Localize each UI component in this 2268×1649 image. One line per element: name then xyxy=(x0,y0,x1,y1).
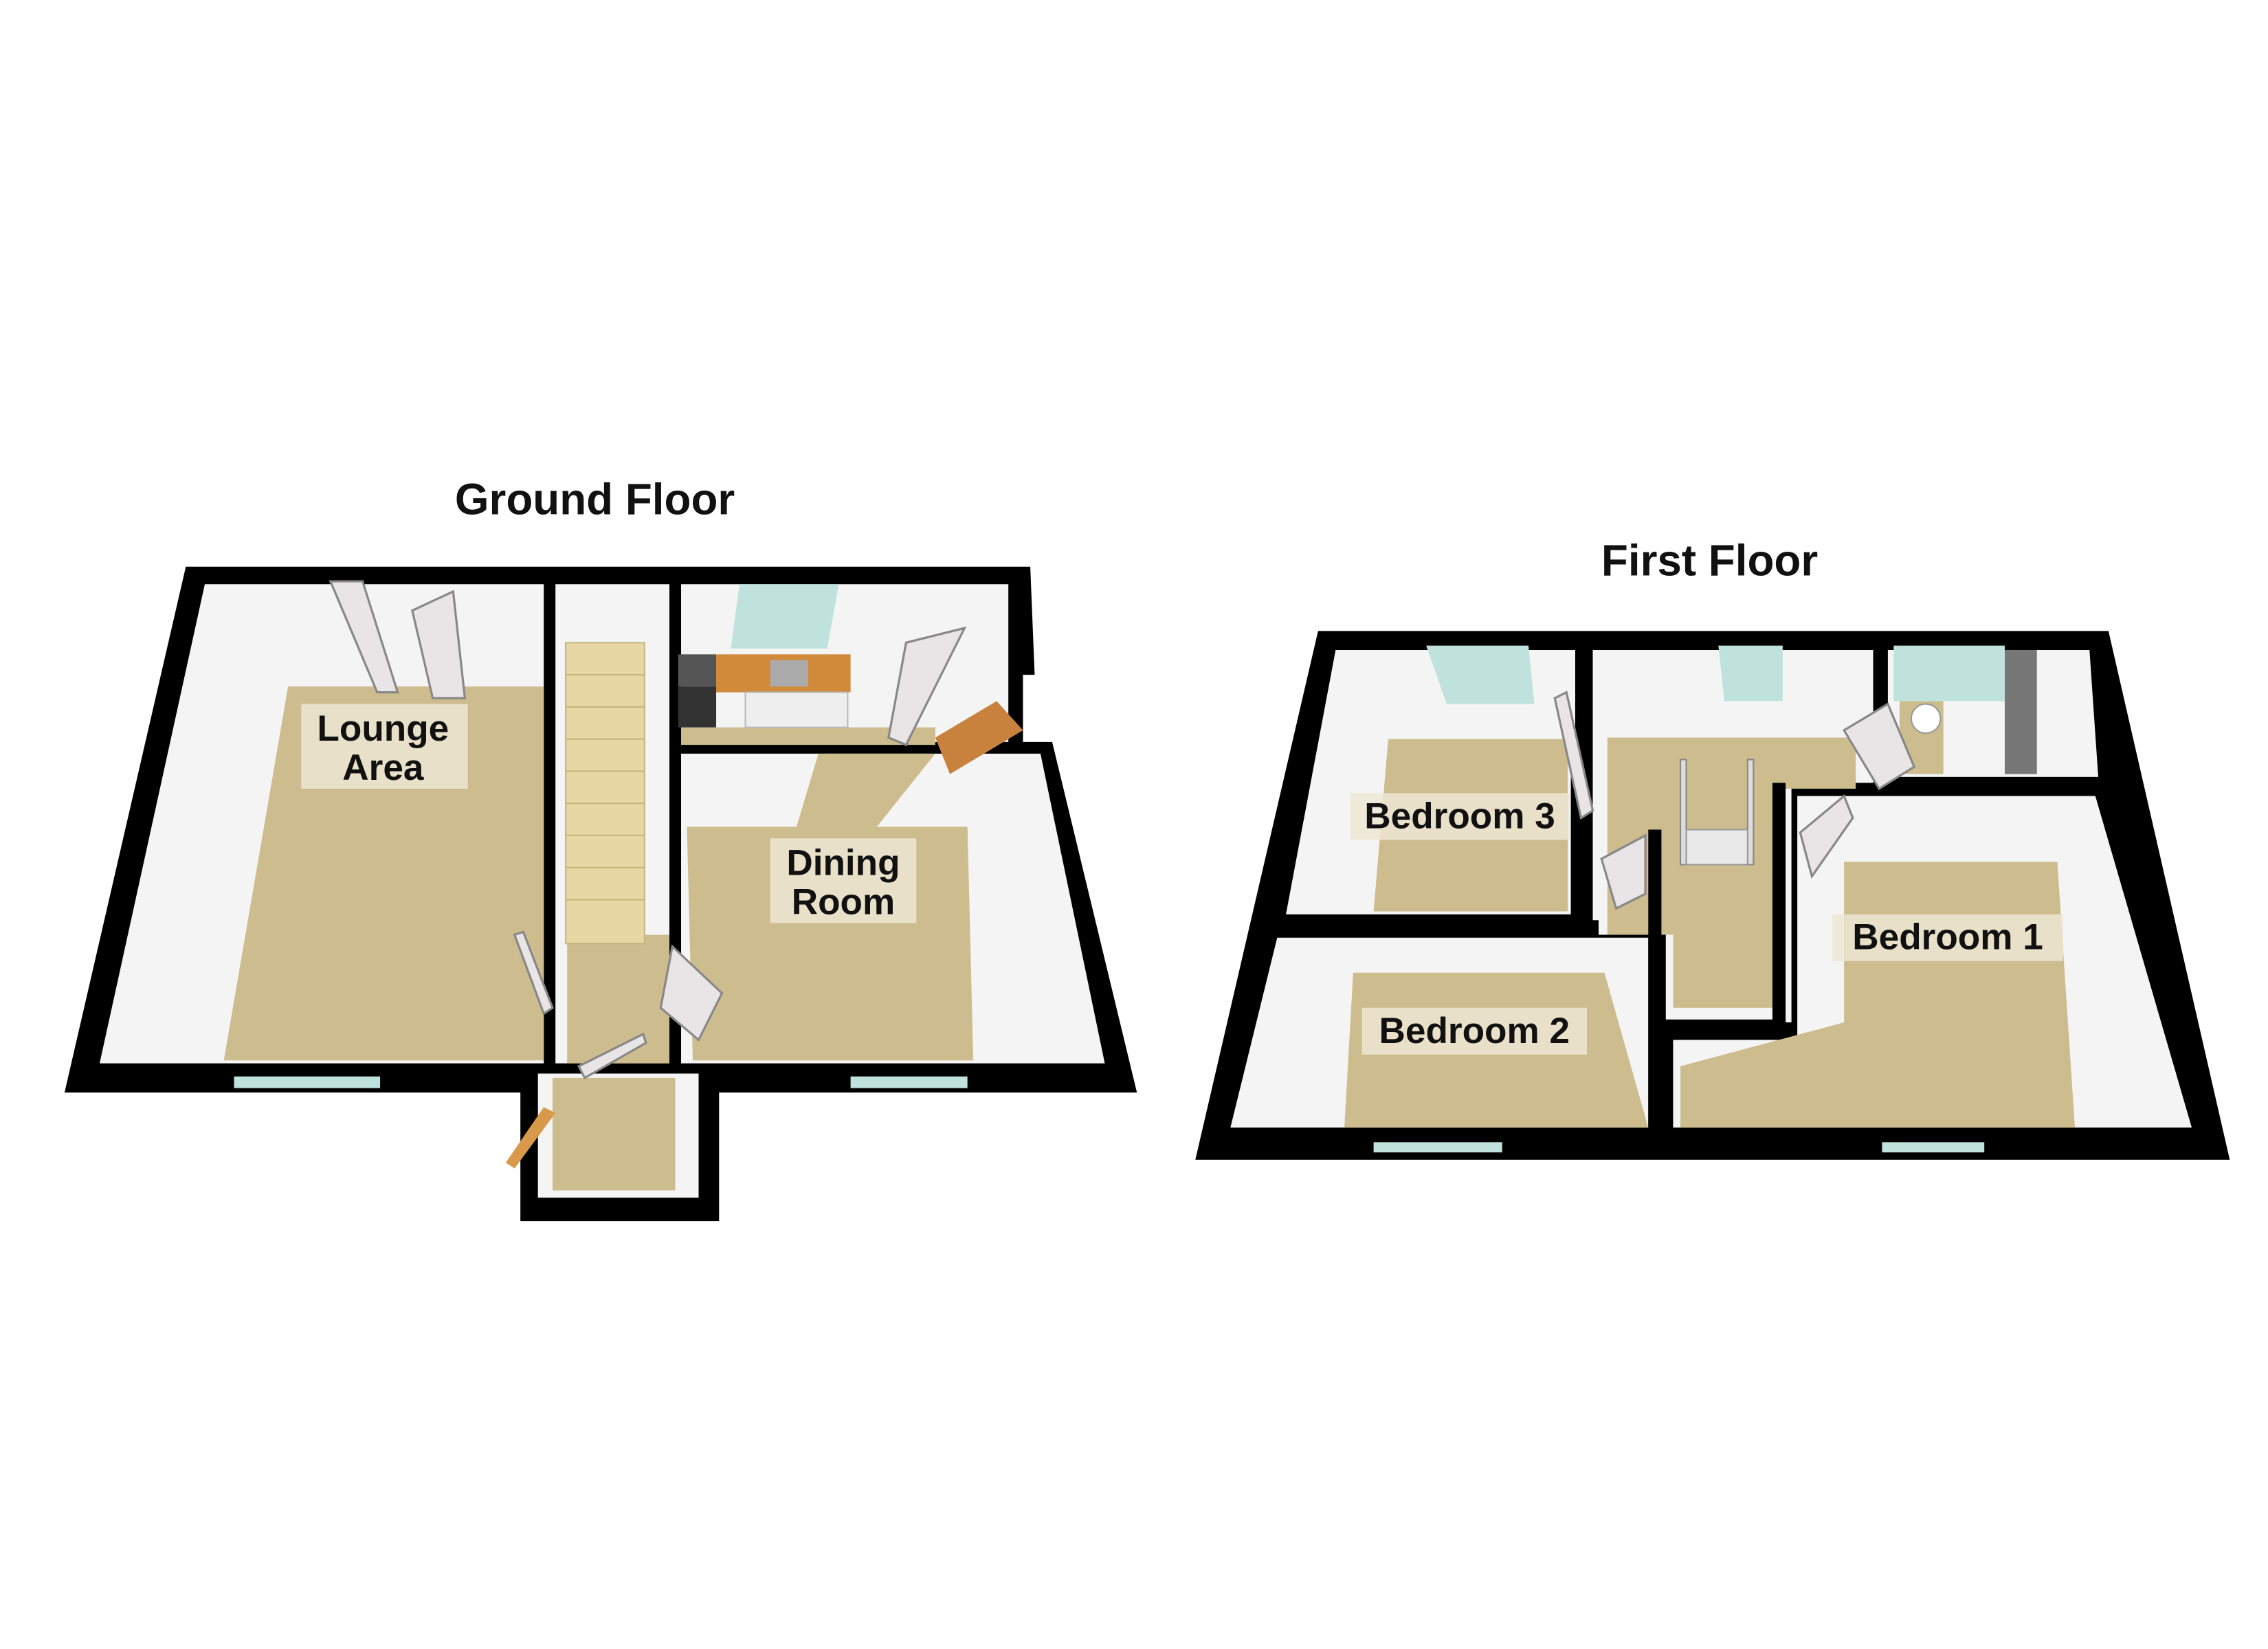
lounge-door-right[interactable] xyxy=(411,590,467,699)
internal-wall xyxy=(1772,783,1786,1031)
room-label-lounge-area: Lounge Area xyxy=(301,704,468,789)
lounge-door-left[interactable] xyxy=(329,580,399,694)
porch-inner-door[interactable] xyxy=(577,1032,647,1080)
hob-icon xyxy=(678,654,717,687)
bathroom-door[interactable] xyxy=(1842,702,1916,791)
dining-door[interactable] xyxy=(659,944,724,1042)
staircase xyxy=(565,642,645,945)
room-label-line: Lounge xyxy=(317,708,449,749)
landing-window xyxy=(1718,645,1783,702)
sink-icon xyxy=(770,660,808,687)
room-label-line: Bedroom 1 xyxy=(1852,917,2043,958)
label-background xyxy=(1832,914,2063,961)
stair-tread xyxy=(565,674,645,708)
back-door[interactable] xyxy=(935,701,1023,774)
kitchen-door[interactable] xyxy=(887,626,967,747)
stair-tread xyxy=(565,899,645,945)
bathroom-window xyxy=(1893,645,2005,702)
first-floor-title: First Floor xyxy=(1601,536,1818,585)
internal-wall xyxy=(1873,636,1885,725)
room-label-bedroom-1: Bedroom 1 xyxy=(1832,914,2063,961)
internal-wall xyxy=(1274,920,1599,935)
newel-post xyxy=(1679,759,1687,866)
dining-passage-floor xyxy=(796,753,935,827)
oven-icon xyxy=(678,686,717,728)
bedroom-1-door[interactable] xyxy=(1799,794,1854,879)
stair-tread xyxy=(565,834,645,868)
room-label-line: Room xyxy=(792,882,896,923)
front-door[interactable] xyxy=(505,1107,556,1169)
internal-wall xyxy=(1660,1019,1786,1031)
internal-wall xyxy=(1648,829,1662,1140)
stair-balustrade xyxy=(1679,759,1755,866)
hall-floor xyxy=(567,934,670,1064)
room-label-line: Area xyxy=(342,748,424,788)
stair-rails xyxy=(1685,829,1748,866)
newel-post xyxy=(1746,759,1755,866)
room-label-bedroom-2: Bedroom 2 xyxy=(1361,1007,1587,1055)
dining-window xyxy=(850,1076,968,1088)
stair-tread xyxy=(565,803,645,837)
shower-screen xyxy=(2004,649,2037,774)
label-background xyxy=(770,838,917,923)
porch-floor xyxy=(552,1077,676,1191)
label-background xyxy=(1361,1007,1587,1055)
ground-floor-plan: Ground Floor Lounge Area Dining Room xyxy=(64,474,1137,1222)
stair-tread xyxy=(565,770,645,805)
room-label-bedroom-3: Bedroom 3 xyxy=(1350,793,1570,840)
bedroom-1-window xyxy=(1882,1142,1985,1153)
room-label-line: Bedroom 3 xyxy=(1364,796,1555,836)
stair-tread xyxy=(565,642,645,676)
kitchen-window xyxy=(731,584,839,649)
label-background xyxy=(1350,793,1570,840)
stair-tread xyxy=(565,738,645,772)
internal-wall xyxy=(1879,776,2113,791)
bedroom-2-door[interactable] xyxy=(1600,833,1647,910)
first-floor-plan: First Floor Bedroom 3 Bedroom 2 Bedroom … xyxy=(1195,536,2230,1160)
label-background xyxy=(301,704,468,789)
stair-tread xyxy=(565,706,645,740)
room-label-line: Bedroom 2 xyxy=(1379,1011,1570,1051)
kitchen-floor xyxy=(681,727,935,745)
room-label-dining-room: Dining Room xyxy=(770,838,917,923)
lounge-hall-door[interactable] xyxy=(513,930,554,1016)
bedroom-2-window xyxy=(1373,1142,1502,1153)
landing-floor xyxy=(1607,737,1856,1008)
bedroom-3-door[interactable] xyxy=(1553,691,1594,820)
kitchen-cabinets xyxy=(744,691,849,728)
stair-tread xyxy=(565,866,645,901)
lounge-window xyxy=(234,1076,381,1088)
room-label-line: Dining xyxy=(786,842,900,883)
basin-icon xyxy=(1910,703,1942,734)
ground-floor-title: Ground Floor xyxy=(455,474,735,524)
bedroom-3-window xyxy=(1426,645,1535,704)
